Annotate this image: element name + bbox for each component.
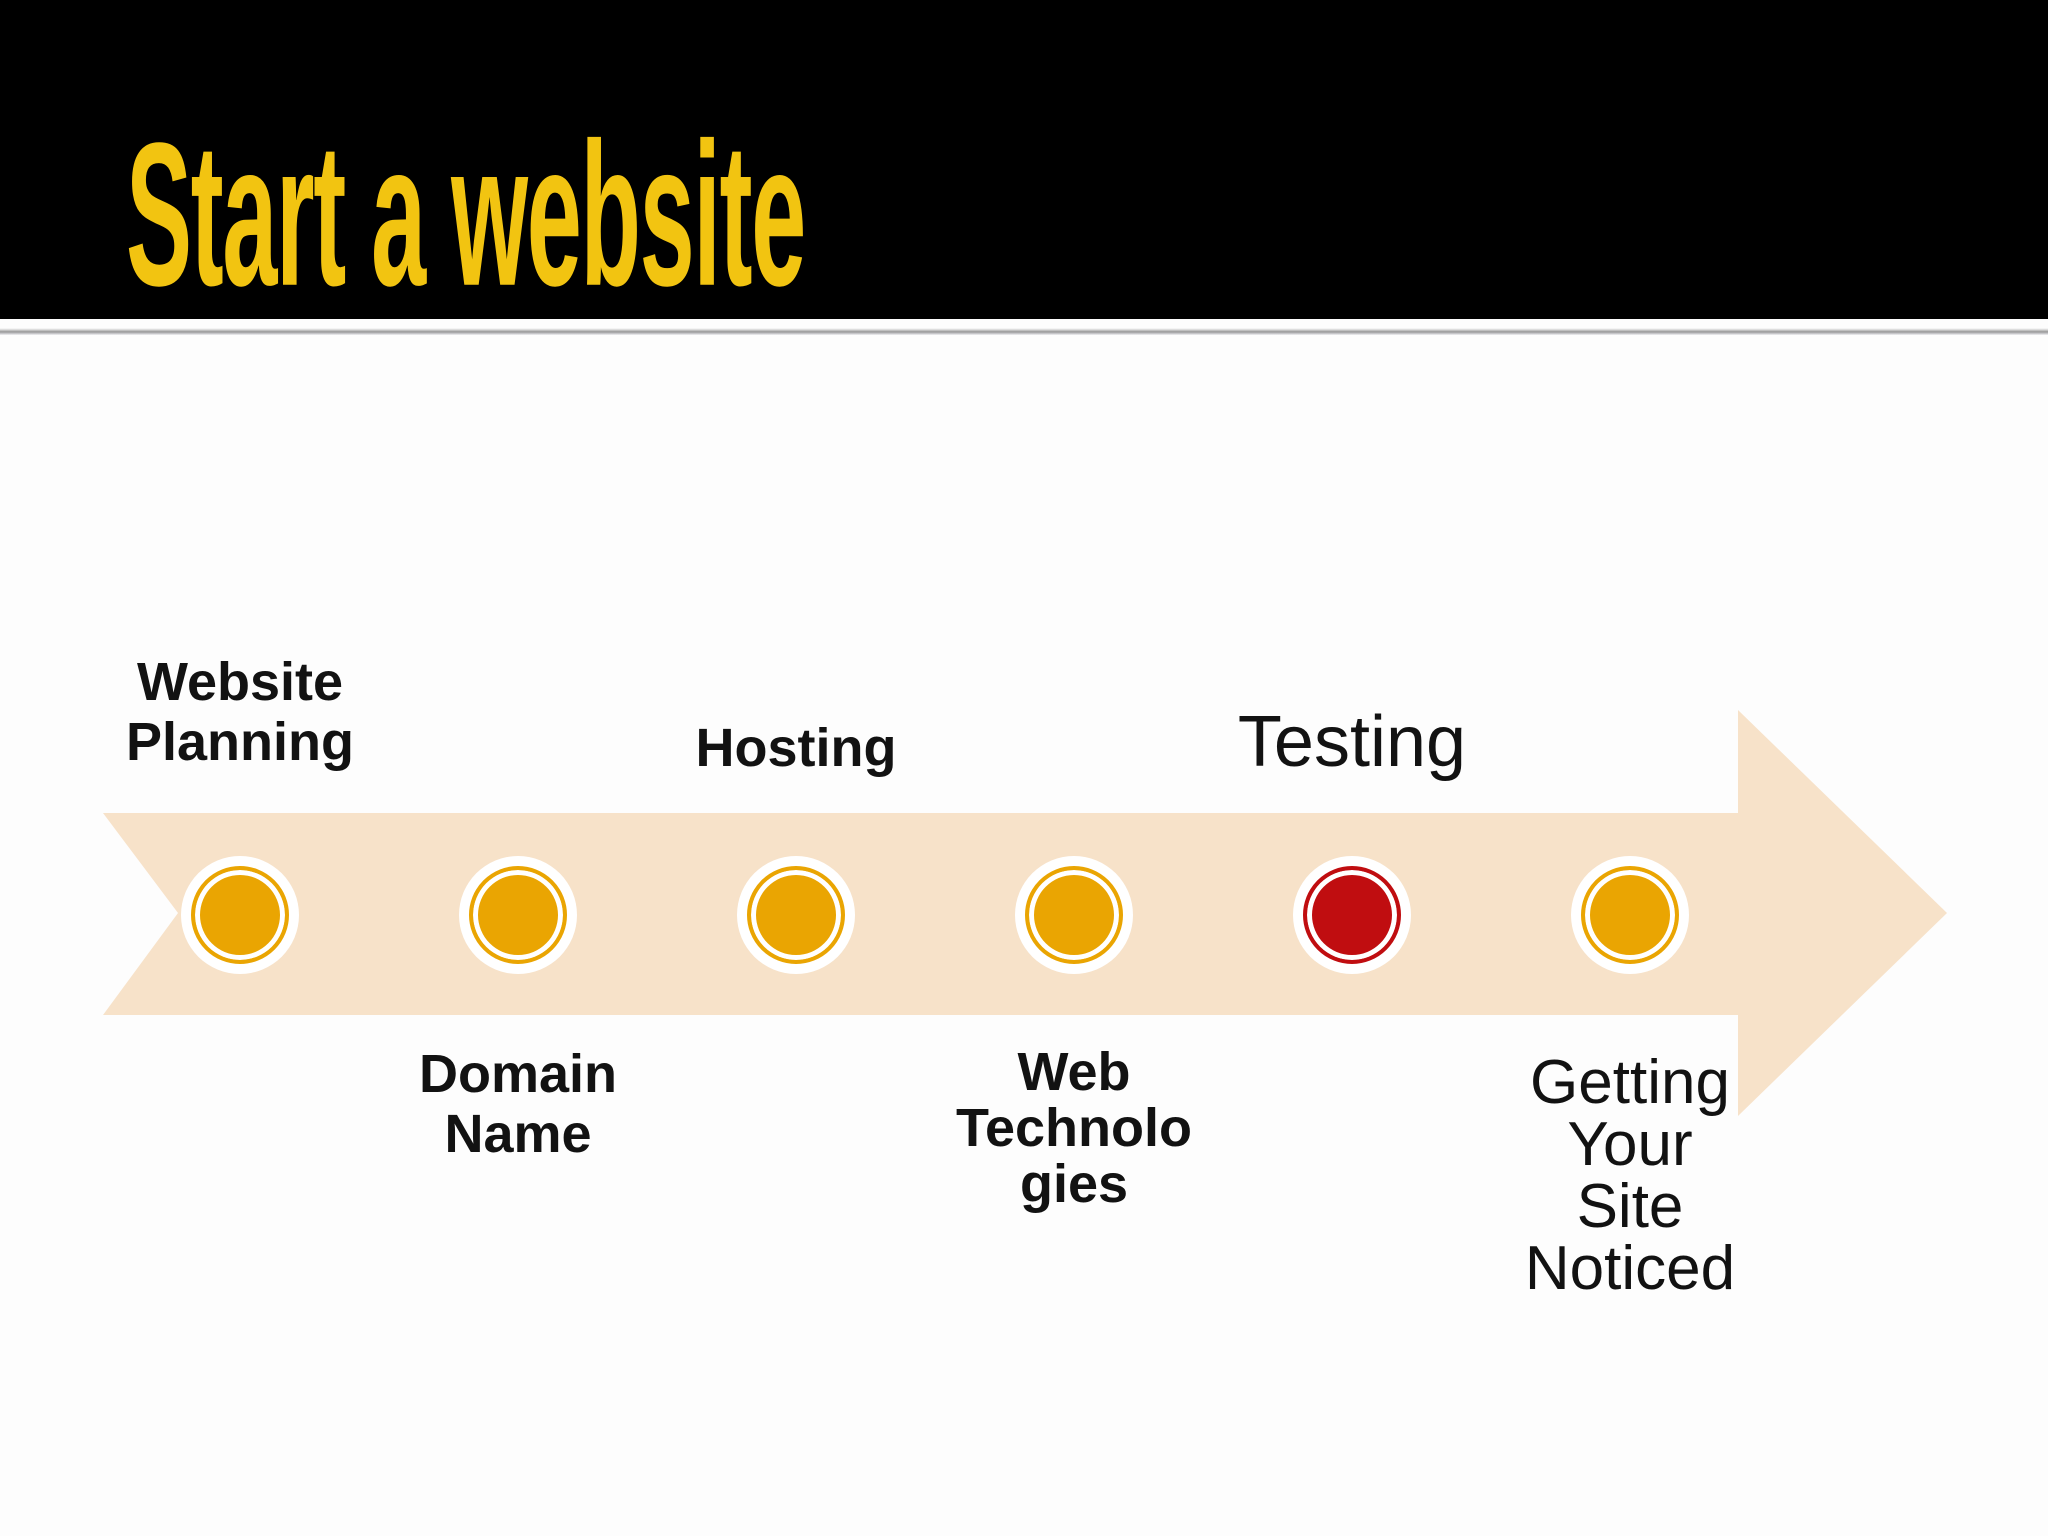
header-divider-line bbox=[0, 328, 2048, 335]
stage-dot-hosting bbox=[747, 866, 845, 964]
stage-dot-domain-name bbox=[469, 866, 567, 964]
stage-label-testing: Testing bbox=[1237, 702, 1467, 782]
stage-label-domain-name: Domain Name bbox=[418, 1044, 618, 1164]
stage-label-hosting: Hosting bbox=[695, 718, 897, 778]
slide-header: Start a website bbox=[0, 0, 2048, 319]
stage-label-web-technologies: Web Technolo gies bbox=[956, 1042, 1192, 1214]
stage-dot-web-technologies bbox=[1025, 866, 1123, 964]
stage-dot-getting-your-site-noticed bbox=[1581, 866, 1679, 964]
stage-label-website-planning: Website Planning bbox=[126, 652, 354, 772]
slide-title: Start a website bbox=[126, 99, 806, 329]
stage-label-getting-your-site-noticed: Getting Your Site Noticed bbox=[1524, 1048, 1736, 1303]
stage-dot-testing-highlighted bbox=[1303, 866, 1401, 964]
stage-dot-website-planning bbox=[191, 866, 289, 964]
